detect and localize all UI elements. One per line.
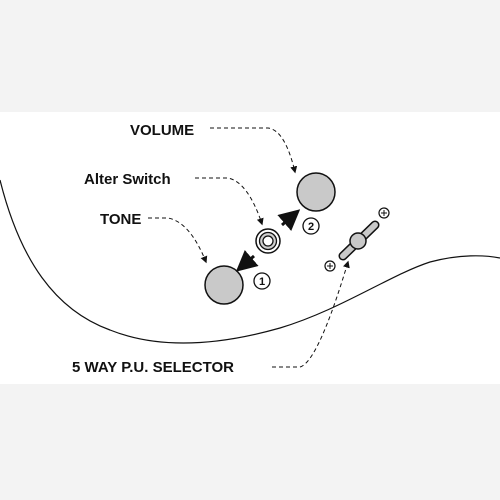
volume-label: VOLUME <box>130 122 194 139</box>
diagram-panel <box>0 112 500 384</box>
alter-switch-push-switch-icon <box>255 228 281 254</box>
volume-knob-icon <box>296 172 336 212</box>
selector-leader-line <box>272 260 350 368</box>
volume-leader-line <box>210 127 298 174</box>
step-1-arrow <box>235 250 259 272</box>
tone-leader-line <box>148 217 208 264</box>
tone-knob-icon <box>204 265 244 305</box>
tone-label: TONE <box>100 211 141 228</box>
step-marker-2-number: 2 <box>308 221 314 233</box>
body-outline-curve <box>0 179 500 344</box>
step-marker-2: 2 <box>302 217 320 235</box>
selector-upper-screw-icon <box>378 207 390 219</box>
selector-lower-screw-icon <box>324 260 336 272</box>
selector-label: 5 WAY P.U. SELECTOR <box>72 359 234 376</box>
step-marker-1: 1 <box>253 272 271 290</box>
step-2-arrow <box>277 209 301 231</box>
selector-lever-switch-icon <box>338 220 380 261</box>
step-marker-1-number: 1 <box>259 276 265 288</box>
alter-switch-label: Alter Switch <box>84 171 171 188</box>
